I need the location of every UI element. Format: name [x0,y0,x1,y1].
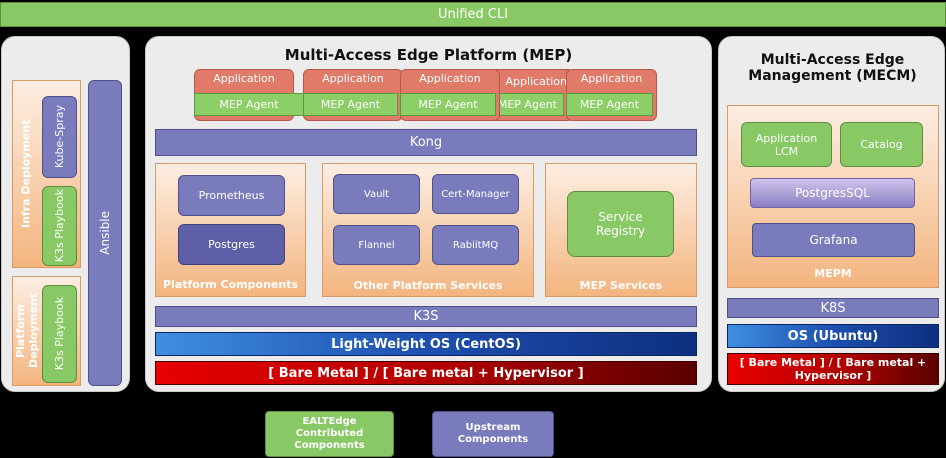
infra-deployment-title: Infra Deployment [19,119,33,229]
app-card-3: Application MEP Agent [400,69,500,121]
k3s-bar: K3S [155,306,697,327]
unified-cli-bar: Unified CLI [0,2,946,27]
cert-manager-box: Cert-Manager [432,174,519,214]
mecm-title: Multi-Access Edge Management (MECM) [748,52,917,84]
postgressql-box: PostgresSQL [750,178,915,208]
mep-os-bar: Light-Weight OS (CentOS) [155,332,697,356]
mep-agent-1: MEP Agent [194,93,304,116]
legend-upstream: Upstream Components [432,411,554,457]
service-registry-box: Service Registry [567,191,674,257]
kube-spray-label: Kube-Spray [53,105,66,169]
prometheus-box: Prometheus [178,175,285,216]
mep-agent-2: MEP Agent [303,93,398,116]
app-card-2: Application MEP Agent [303,69,403,121]
platform-deployment-title: Platform Deployment [14,293,40,369]
mep-bare-metal-bar: [ Bare Metal ] / [ Bare metal + Hypervis… [155,361,697,385]
mecm-bare-metal-bar: [ Bare Metal ] / [ Bare metal + Hypervis… [727,353,939,385]
kong-bar: Kong [155,129,697,156]
postgres-box: Postgres [178,224,285,265]
app-lcm-box: Application LCM [741,122,832,167]
mecm-os-bar: OS (Ubuntu) [727,324,939,348]
k3s-playbook-platform-label: K3s Playbook [53,297,66,371]
legend-ealtedge: EALTEdge Contributed Components [265,411,394,457]
ansible-box: Ansible [88,80,122,386]
k3s-playbook-platform-box: K3s Playbook [42,285,77,383]
k3s-playbook-infra-box: K3s Playbook [42,186,77,266]
app-card-1: Application MEP Agent [194,69,304,121]
vault-box: Vault [333,174,420,214]
mep-title: Multi-Access Edge Platform (MEP) [284,46,573,64]
other-services-title: Other Platform Services [353,278,503,292]
k8s-bar: K8S [727,298,939,318]
catalog-box: Catalog [840,122,923,167]
app-card-5: Application MEP Agent [566,69,657,121]
mepm-title: MEPM [814,266,852,280]
platform-components-title: Platform Components [162,277,299,291]
unified-cli-label: Unified CLI [437,7,509,22]
rabbitmq-box: RabiitMQ [432,225,519,265]
mep-agent-3: MEP Agent [400,93,496,116]
grafana-box: Grafana [752,223,915,257]
flannel-box: Flannel [333,225,420,265]
kube-spray-box: Kube-Spray [42,96,77,178]
k3s-playbook-infra-label: K3s Playbook [53,189,66,263]
mep-agent-5: MEP Agent [566,93,653,116]
mep-services-title: MEP Services [579,278,663,292]
ansible-label: Ansible [98,211,112,255]
